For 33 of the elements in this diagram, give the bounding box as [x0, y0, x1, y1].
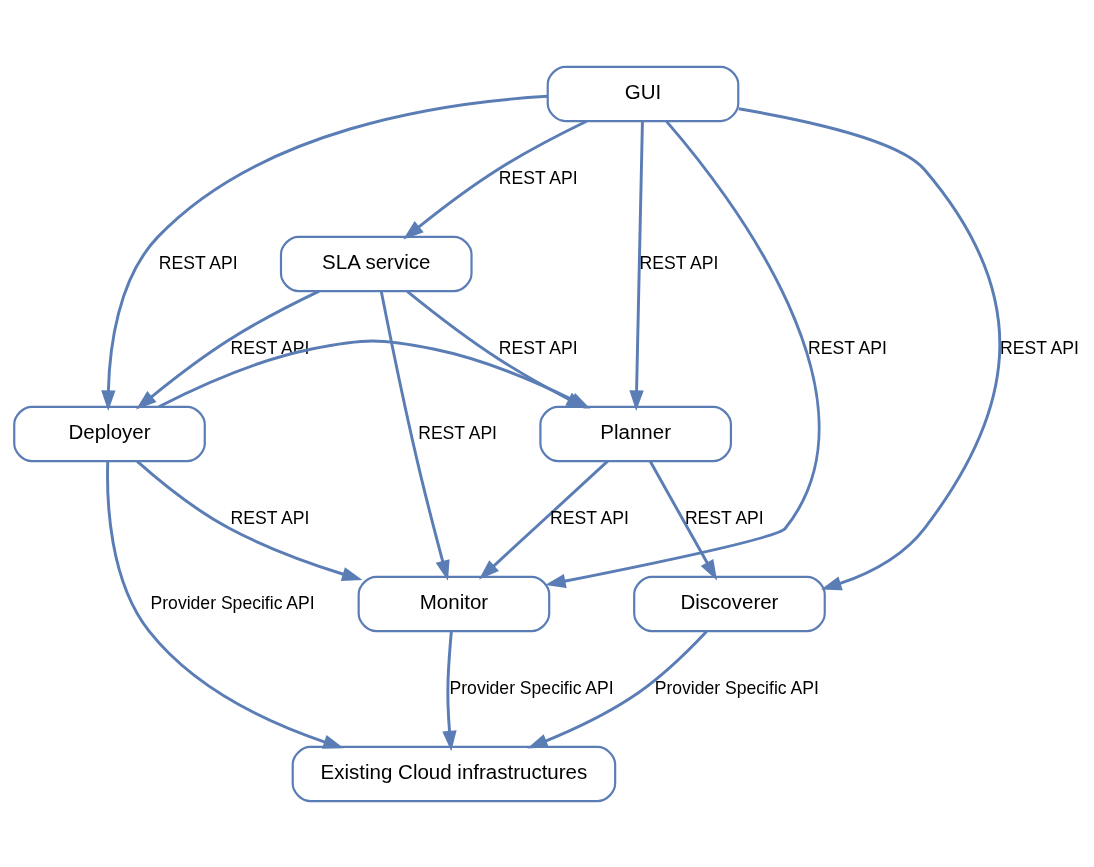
edge-label: REST API — [808, 337, 887, 358]
edge-label: Provider Specific API — [654, 677, 819, 698]
node-box: Deployer — [13, 405, 206, 462]
arrow — [101, 94, 548, 411]
edge-label: REST API — [550, 507, 629, 528]
node-box: Existing Cloud infrastructures — [291, 745, 617, 802]
arrow — [479, 459, 609, 579]
arrow — [649, 460, 718, 580]
edge-label: REST API — [230, 507, 310, 528]
arrow — [442, 630, 457, 751]
node-box: Discoverer — [633, 575, 826, 632]
node-box: Planner — [539, 405, 733, 462]
edge-label: REST API — [684, 507, 764, 528]
arrow — [738, 106, 1002, 590]
arrow — [106, 460, 344, 749]
edge-label: REST API — [418, 422, 497, 443]
arrow — [136, 459, 363, 581]
arrow — [629, 120, 644, 411]
edge-label: REST API — [498, 337, 578, 358]
arrow — [545, 119, 821, 588]
edge-label: Provider Specific API — [449, 677, 614, 698]
edge-label: REST API — [639, 252, 719, 273]
edge-label: REST API — [1000, 337, 1079, 358]
node-box: GUI — [546, 65, 740, 122]
arrow — [136, 289, 320, 410]
edge-label: REST API — [498, 167, 578, 188]
arrow — [379, 290, 450, 581]
edge-label: Provider Specific API — [150, 592, 315, 613]
arrow — [403, 119, 588, 240]
node-box: Monitor — [357, 575, 551, 632]
node-box: SLA service — [279, 235, 473, 292]
edge-label: REST API — [158, 252, 238, 273]
arrow — [527, 629, 708, 748]
